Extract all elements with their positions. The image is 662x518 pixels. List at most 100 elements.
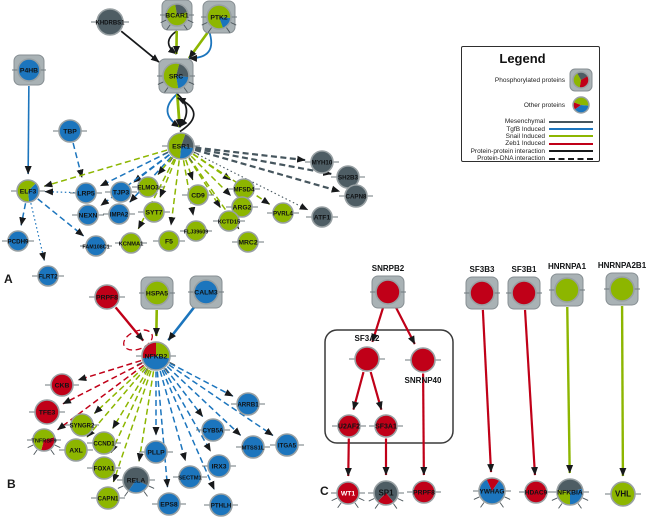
node-label-P4HB: P4HB bbox=[20, 67, 38, 74]
phosphorylated-protein-icon bbox=[569, 68, 593, 92]
node-RELA: RELA bbox=[117, 466, 155, 497]
other-protein-pie-icon bbox=[572, 96, 590, 114]
node-label-MRC2: MRC2 bbox=[238, 239, 257, 246]
edge-ESR1-PVRL4 bbox=[192, 153, 271, 205]
edge-NFKB2-IRX3 bbox=[163, 369, 212, 452]
edge-CALM3-NFKB2 bbox=[167, 304, 197, 342]
node-label-TFE3: TFE3 bbox=[39, 409, 56, 416]
node-MRC2: MRC2 bbox=[232, 231, 264, 253]
edge-SF3A2-U2AF2 bbox=[352, 371, 365, 411]
node-label-ESR1: ESR1 bbox=[172, 143, 190, 150]
node-ARG2: ARG2 bbox=[226, 196, 258, 218]
node-SECTM1: SECTM1 bbox=[173, 465, 207, 489]
node-ESR1: ESR1 bbox=[162, 132, 200, 163]
edge-ESR1-ELMO3 bbox=[157, 156, 173, 176]
edge-NFKB2-MTSS1L bbox=[166, 366, 242, 436]
node-PTHLH: PTHLH bbox=[204, 493, 238, 517]
node-ELMO3: ELMO3 bbox=[132, 176, 164, 198]
node-label-NFKBIA: NFKBIA bbox=[557, 489, 583, 496]
node-label-PTK2: PTK2 bbox=[210, 14, 228, 21]
edge-NFKB2-CKB bbox=[77, 359, 142, 381]
node-label-CAPN1: CAPN1 bbox=[98, 495, 120, 502]
node-KCNMA1: KCNMA1 bbox=[115, 232, 147, 254]
node-label-PCDH9: PCDH9 bbox=[8, 238, 30, 245]
node-PRPF8_B: PRPF8 bbox=[89, 284, 125, 310]
edge-selfloop-NFKB2 bbox=[123, 329, 153, 351]
node-label-CAPN8: CAPN8 bbox=[346, 193, 368, 200]
node-PTK2: PTK2 bbox=[201, 0, 237, 34]
legend-row-zeb1: Zeb1 Induced bbox=[466, 140, 593, 147]
node-ITGA5: ITGA5 bbox=[270, 433, 304, 457]
node-CCND1: CCND1 bbox=[87, 431, 121, 455]
edge-SNRPB2-SF3A2 bbox=[371, 307, 384, 343]
node-label-ARG2: ARG2 bbox=[233, 204, 252, 211]
node-label-CCND1: CCND1 bbox=[93, 440, 115, 447]
edge-NFKB2-TFE3 bbox=[62, 362, 143, 405]
edge-SNRNP40-PRPF8_C bbox=[420, 373, 428, 476]
node-SF3B1: SF3B1 bbox=[506, 265, 542, 310]
edge-NFKB2-ITGA5 bbox=[168, 364, 274, 437]
node-MTSS1L: MTSS1L bbox=[236, 435, 270, 459]
legend-row-tgfb: TgfB Induced bbox=[466, 125, 593, 133]
node-label-ELMO3: ELMO3 bbox=[137, 184, 159, 191]
node-TBP: TBP bbox=[53, 119, 87, 143]
node-HNRNPA2B1: HNRNPA2B1 bbox=[598, 261, 647, 306]
node-label-BCAR1: BCAR1 bbox=[165, 12, 189, 19]
node-MFSD4: MFSD4 bbox=[228, 178, 260, 200]
snail-line-swatch bbox=[549, 135, 593, 138]
panel-label-b: B bbox=[7, 477, 16, 491]
node-label-YWHAG: YWHAG bbox=[480, 488, 505, 495]
node-label-PRPF8_C: PRPF8 bbox=[413, 489, 435, 496]
node-label-SF3B3: SF3B3 bbox=[470, 265, 495, 274]
edge-HNRNPA1-NFKBIA bbox=[566, 306, 574, 474]
panel-label-c: C bbox=[320, 484, 329, 498]
node-TFE3: TFE3 bbox=[29, 399, 65, 425]
edge-ESR1-SRC bbox=[177, 97, 195, 133]
node-label-SF3A2: SF3A2 bbox=[355, 334, 380, 343]
node-label-IMPA2: IMPA2 bbox=[110, 211, 129, 218]
node-label-MFSD4: MFSD4 bbox=[234, 186, 256, 193]
node-PCDH9: PCDH9 bbox=[2, 230, 34, 252]
edge-SNRPB2-SNRNP40 bbox=[394, 306, 416, 345]
edge-SF3B1-HDAC9 bbox=[523, 309, 538, 476]
node-label-SRC: SRC bbox=[169, 73, 183, 80]
legend-title: Legend bbox=[499, 51, 546, 66]
node-label-WT1: WT1 bbox=[341, 490, 356, 497]
legend-phospho-label: Phosphorylated proteins bbox=[494, 76, 565, 84]
node-label-PTHLH: PTHLH bbox=[211, 502, 232, 509]
node-IRX3: IRX3 bbox=[202, 454, 236, 478]
node-label-FOXA1: FOXA1 bbox=[94, 465, 115, 472]
node-NFKB2: NFKB2 bbox=[136, 341, 176, 374]
node-label-SP1: SP1 bbox=[378, 488, 394, 497]
node-label-FLRT2: FLRT2 bbox=[38, 273, 58, 280]
node-LRP5: LRP5 bbox=[70, 182, 102, 204]
node-label-RELA: RELA bbox=[127, 477, 146, 484]
node-SYNGR2: SYNGR2 bbox=[65, 413, 99, 437]
node-label-LRP5: LRP5 bbox=[77, 190, 95, 197]
edge-TBP-LRP5 bbox=[72, 142, 84, 178]
edge-SF3A2-SF3A1 bbox=[369, 371, 383, 411]
other-protein-icon bbox=[569, 93, 593, 117]
node-TJP3: TJP3 bbox=[105, 181, 137, 203]
complex-group-box bbox=[324, 329, 454, 444]
legend: Legend Phosphorylated proteins Other pro… bbox=[461, 46, 600, 162]
edge-ESR1-CAPN8 bbox=[194, 148, 341, 193]
node-label-CYB5A: CYB5A bbox=[203, 427, 225, 434]
node-WT1: WT1 bbox=[331, 481, 365, 509]
node-label-IRX3: IRX3 bbox=[211, 463, 226, 470]
node-SRC: SRC bbox=[157, 58, 195, 94]
node-label-KHDRBS1: KHDRBS1 bbox=[95, 20, 125, 26]
node-label-TBP: TBP bbox=[63, 128, 77, 135]
node-CD9: CD9 bbox=[182, 184, 214, 206]
edge-ESR1-SYT7 bbox=[159, 159, 177, 198]
node-label-MYH10: MYH10 bbox=[312, 159, 333, 166]
edge-ESR1-F5 bbox=[168, 160, 180, 226]
node-label-HSPA5: HSPA5 bbox=[146, 290, 168, 297]
edge-ESR1-KCTD15 bbox=[188, 157, 222, 208]
legend-row-other: Other proteins bbox=[466, 93, 593, 117]
edge-PRPF8_B-NFKB2 bbox=[114, 306, 145, 342]
node-label-ATF1: ATF1 bbox=[314, 214, 331, 221]
node-PRPF8_C: PRPF8 bbox=[407, 480, 441, 504]
